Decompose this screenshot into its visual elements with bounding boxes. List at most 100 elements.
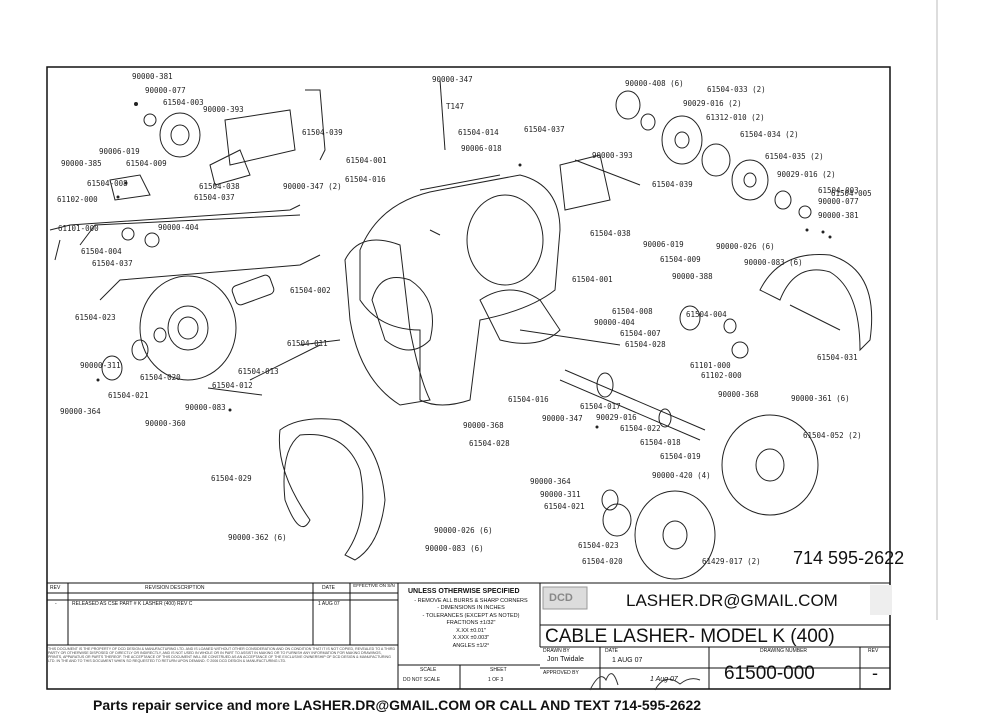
part-number-label: 61504-022 <box>620 424 661 433</box>
part-number-label: 61504-003 <box>163 98 204 107</box>
part-number-label: 61504-023 <box>75 313 116 322</box>
part-number-label: 90000-083 (6) <box>425 544 484 553</box>
part-number-label: 90000-404 <box>158 223 199 232</box>
part-number-label: 90000-393 <box>203 105 244 114</box>
part-number-label: 90029-016 (2) <box>777 170 836 179</box>
part-number-label: 90000-364 <box>530 477 571 486</box>
part-number-label: 61504-011 <box>287 339 328 348</box>
part-number-label: 61504-019 <box>660 452 701 461</box>
rev-label: REV <box>868 648 879 654</box>
part-number-label: 90000-026 (6) <box>716 242 775 251</box>
part-number-label: 61504-004 <box>81 247 122 256</box>
part-number-label: 61504-012 <box>212 381 253 390</box>
drawing-number-label: DRAWING NUMBER <box>760 648 808 654</box>
note-line: FRACTIONS ±1/32" <box>446 620 496 627</box>
part-number-label: 90000-364 <box>60 407 101 416</box>
part-number-label: 61504-029 <box>211 474 252 483</box>
part-number-label: 61504-039 <box>302 128 343 137</box>
part-number-label: 61504-005 <box>831 189 872 198</box>
dcd-logo: DCD <box>549 592 573 604</box>
date-value: 1 AUG 07 <box>612 657 643 664</box>
part-number-label: 90000-347 (2) <box>283 182 342 191</box>
part-number-label: 90000-083 (6) <box>744 258 803 267</box>
note-line: X.XXX ±0.003" <box>452 635 490 642</box>
part-number-label: 90000-385 <box>61 159 102 168</box>
notes-heading: UNLESS OTHERWISE SPECIFIED <box>408 588 520 595</box>
part-number-label: 90000-347 <box>432 75 473 84</box>
part-number-label: 61504-037 <box>524 125 565 134</box>
dcd-logo-box <box>542 586 588 610</box>
date-label: DATE <box>605 648 618 654</box>
part-number-label: 90029-016 <box>596 413 637 422</box>
part-number-label: 90000-388 <box>672 272 713 281</box>
part-number-label: 61504-021 <box>544 502 585 511</box>
note-line: X.XX ±0.01" <box>456 627 486 634</box>
part-number-label: 90000-368 <box>463 421 504 430</box>
part-number-label: 90000-368 <box>718 390 759 399</box>
note-line: ANGLES ±1/2° <box>452 642 490 649</box>
part-number-label: 61102-000 <box>701 371 742 380</box>
part-number-label: 61504-037 <box>194 193 235 202</box>
email-overlay: LASHER.DR@GMAIL.COM <box>626 591 838 610</box>
part-number-label: 90000-381 <box>818 211 859 220</box>
part-number-label: 61504-028 <box>625 340 666 349</box>
note-line: - REMOVE ALL BURRS & SHARP CORNERS <box>414 598 528 604</box>
part-number-label: 90000-083 <box>185 403 226 412</box>
part-number-label: 61504-001 <box>572 275 613 284</box>
sheet-value: 1 OF 3 <box>488 677 504 683</box>
rev-value: - <box>872 663 878 683</box>
footer-contact-line: Parts repair service and more LASHER.DR@… <box>93 697 702 713</box>
part-number-label: 61504-020 <box>582 557 623 566</box>
part-number-label: 90000-026 (6) <box>434 526 493 535</box>
part-number-label: 61429-017 (2) <box>702 557 761 566</box>
part-number-label: 61504-002 <box>290 286 331 295</box>
part-number-label: 61504-008 <box>612 307 653 316</box>
note-line: - TOLERANCES (EXCEPT AS NOTED) <box>422 612 520 619</box>
part-number-label: 61504-038 <box>199 182 240 191</box>
part-number-label: 61504-009 <box>126 159 167 168</box>
part-number-label: 61504-033 (2) <box>707 85 766 94</box>
part-number-label: 61504-037 <box>92 259 133 268</box>
part-number-label: 61504-034 (2) <box>740 130 799 139</box>
approved-date: 1 Aug 07 <box>650 676 678 683</box>
part-number-label: 61504-014 <box>458 128 499 137</box>
drawn-by-label: DRAWN BY <box>543 648 570 654</box>
date-signature <box>654 678 701 691</box>
part-number-label: T147 <box>446 102 465 111</box>
date-header: DATE <box>322 585 335 591</box>
part-number-label: 61504-021 <box>108 391 149 400</box>
approval-signature <box>589 673 619 691</box>
part-number-label: 61504-031 <box>817 353 858 362</box>
part-number-label: 61101-000 <box>58 224 99 233</box>
part-number-label: 90000-404 <box>594 318 635 327</box>
proprietary-notice: THIS DOCUMENT IS THE PROPERTY OF DCD DES… <box>48 647 396 663</box>
drawn-by: Jon Twidale <box>547 656 584 663</box>
part-number-label: 61504-016 <box>345 175 386 184</box>
part-number-label: 90000-408 (6) <box>625 79 684 88</box>
part-number-label: 61504-013 <box>238 367 279 376</box>
drawing-number: 61500-000 <box>724 663 815 684</box>
part-number-label: 90000-361 (6) <box>791 394 850 403</box>
revision-description-header: REVISION DESCRIPTION <box>145 585 205 591</box>
part-number-label: 90000-381 <box>132 72 173 81</box>
part-number-label: 61504-038 <box>590 229 631 238</box>
approved-by-label: APPROVED BY <box>543 670 579 676</box>
part-number-label: 90000-311 <box>80 361 121 370</box>
part-number-label: 90000-077 <box>818 197 859 206</box>
part-number-label: 90000-311 <box>540 490 581 499</box>
part-number-label: 61504-020 <box>140 373 181 382</box>
part-number-label: 61504-003 <box>818 186 859 195</box>
part-number-label: 61504-052 (2) <box>803 431 862 440</box>
part-number-label: 61504-009 <box>660 255 701 264</box>
sheet-label: SHEET <box>490 667 507 673</box>
part-number-label: 90000-077 <box>145 86 186 95</box>
part-number-label: 61504-035 (2) <box>765 152 824 161</box>
part-number-label: 61504-017 <box>580 402 621 411</box>
part-number-label: 90006-019 <box>643 240 684 249</box>
part-number-label: 61504-023 <box>578 541 619 550</box>
part-number-label: 61504-008 <box>87 179 128 188</box>
part-number-label: 90000-420 (4) <box>652 471 711 480</box>
part-number-label: 61504-004 <box>686 310 727 319</box>
